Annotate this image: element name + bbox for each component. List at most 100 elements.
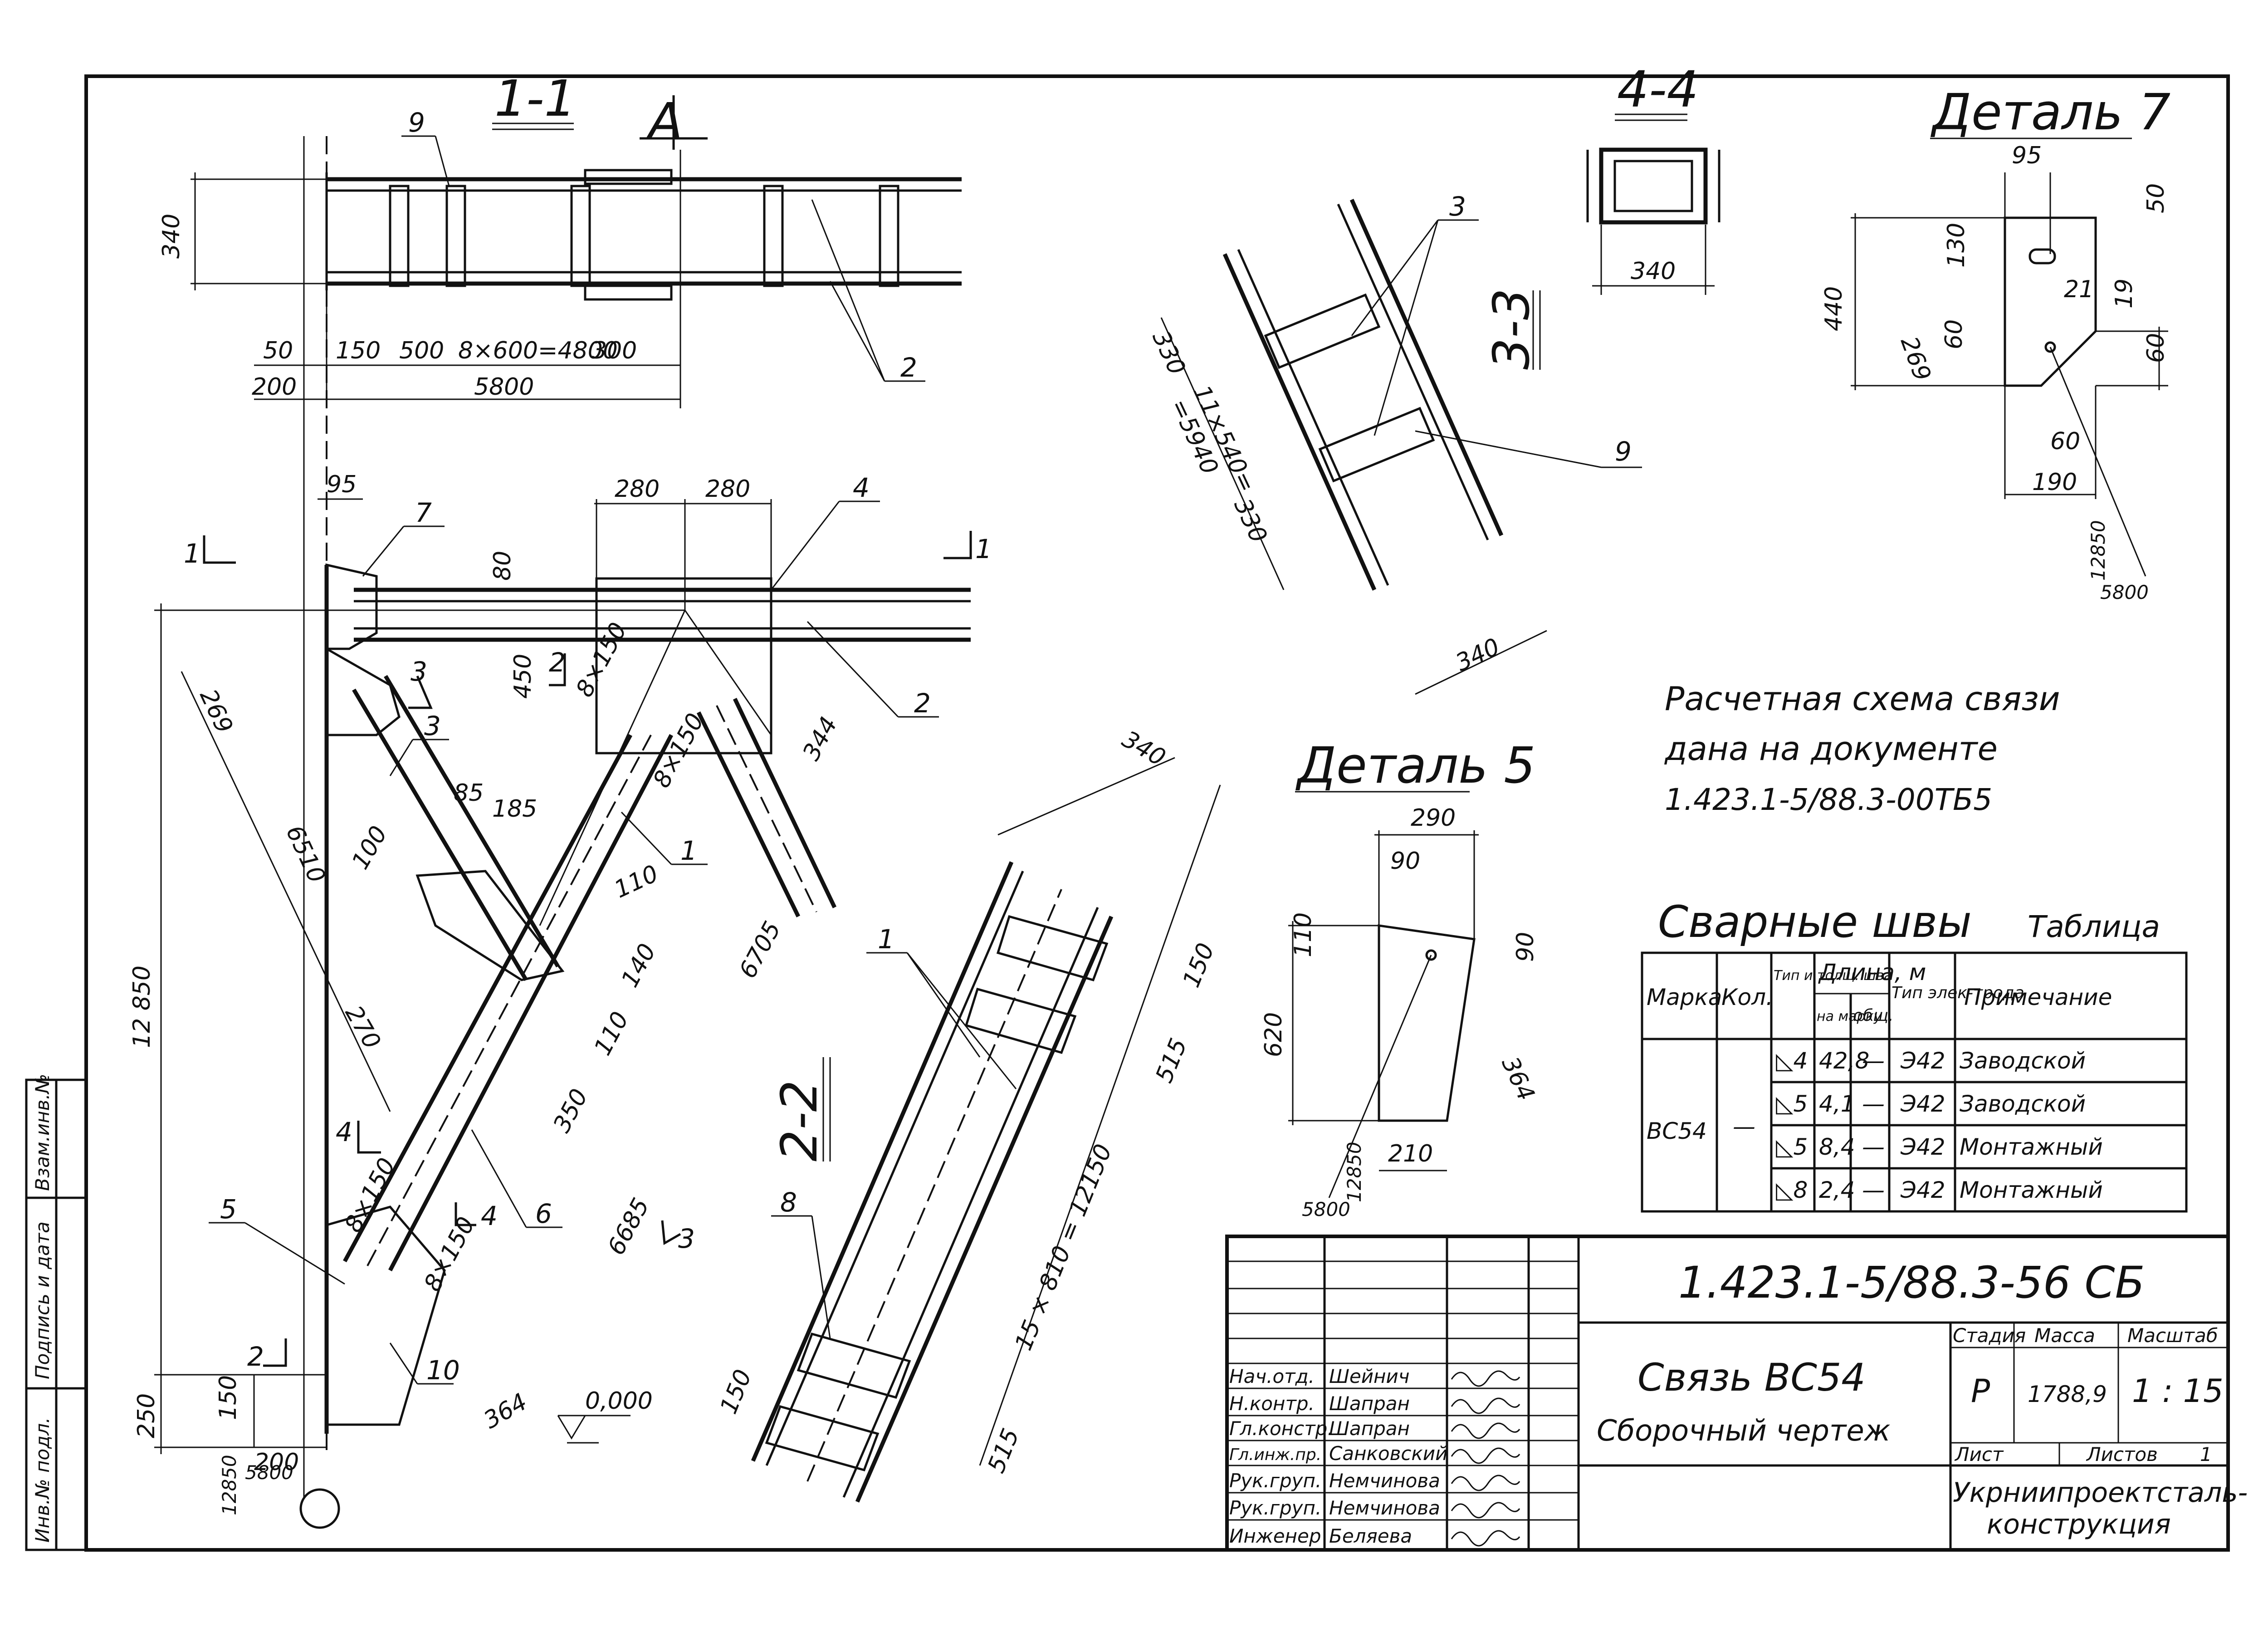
detail-5: Деталь 5 290 90 110 90 620 364 210 12850… [1260, 736, 1540, 1220]
section-2-2: 2-2 340 150 515 15 × 810 = 12150 515 150… [715, 725, 1221, 1503]
s33-dim-340: 340 [1452, 633, 1504, 676]
role-6: Инженер [1229, 1525, 1321, 1547]
welds-title: Сварные швы [1658, 897, 1972, 947]
role-5: Рук.груп. [1229, 1497, 1321, 1519]
weld-row-3-tip: ◺8 [1776, 1177, 1808, 1203]
welds-table: Сварные швы Таблица Марка Кол. Тип и тол… [1641, 897, 2188, 1213]
weld-row-2-len: 8,4 [1819, 1134, 1855, 1160]
dim-340-top: 340 [158, 214, 185, 259]
s22-dim-15x810: 15 × 810 = 12150 [1010, 1141, 1117, 1354]
pos-4: 4 [853, 472, 870, 503]
d7-5800: 5800 [2100, 581, 2149, 603]
pos-2-top: 2 [900, 352, 917, 383]
dim-450: 450 [509, 654, 537, 699]
hdr-tip: Тип и толщ. шва [1774, 968, 1892, 984]
pos-6: 6 [535, 1198, 552, 1229]
signature-row: Рук.груп. Немчинова [1229, 1497, 1440, 1519]
weld-row-1-obsch: — [1862, 1091, 1885, 1117]
weld-row-2-obsch: — [1862, 1134, 1885, 1160]
weld-kol-value: — [1733, 1113, 1755, 1140]
d5-dim-110: 110 [1290, 912, 1317, 957]
marker-2-bottom: 2 [247, 1341, 264, 1372]
dim-50: 50 [263, 337, 293, 364]
marker-4-b: 4 [481, 1201, 498, 1231]
detail-5-title: Деталь 5 [1295, 736, 1535, 794]
weld-row-2-el: Э42 [1900, 1134, 1945, 1160]
weld-row-0-tip: ◺4 [1776, 1048, 1808, 1074]
dim-5800: 5800 [474, 373, 534, 401]
signature-scribble [1451, 1475, 1520, 1491]
d5-dim-90a: 90 [1390, 848, 1420, 875]
section-4-4: 4-4 340 [1586, 60, 1721, 295]
dim-12850: 12 850 [128, 965, 156, 1048]
dim-185: 185 [492, 795, 537, 823]
marker-4-a: 4 [336, 1117, 352, 1147]
pos-9-top: 9 [408, 107, 425, 138]
role-1: Н.контр. [1229, 1392, 1315, 1415]
listov-value: 1 [2200, 1443, 2212, 1465]
section-3-3-title: 3-3 [1482, 288, 1540, 370]
marker-3-bottom: 3 [678, 1223, 695, 1254]
side-stamp: Инв.№ подл. Подпись и дата Взам.инв.№ [25, 1074, 88, 1551]
massa-value: 1788,9 [2028, 1381, 2107, 1407]
stadia-value: Р [1971, 1372, 1990, 1410]
s22-pos-8: 8 [780, 1187, 797, 1218]
org-line-1: Укрниипроектсталь- [1953, 1477, 2248, 1509]
pos-10: 10 [426, 1355, 460, 1386]
dim-280b: 280 [705, 475, 750, 503]
person-5: Немчинова [1329, 1497, 1440, 1519]
person-4: Немчинова [1329, 1470, 1440, 1492]
dim-280a: 280 [615, 475, 660, 503]
dim-110b: 110 [589, 1007, 635, 1060]
weld-row: ◺5 4,1 — Э42 Заводской [1776, 1091, 2086, 1117]
person-6: Беляева [1329, 1525, 1412, 1547]
weld-row-0-obsch: — [1862, 1048, 1885, 1074]
level-0000: 0,000 [585, 1387, 653, 1415]
stamp-podpis: Подпись и дата [31, 1221, 54, 1379]
marker-1-left: 1 [184, 538, 200, 569]
axis-circle [299, 1488, 340, 1529]
s33-dim-330b: 330 [1228, 495, 1272, 547]
signature-row: Нач.отд. Шейнич [1229, 1365, 1410, 1387]
note-line-1: Расчетная схема связи [1665, 680, 2060, 718]
weld-row-3-obsch: — [1862, 1177, 1885, 1203]
d5-dim-364: 364 [1496, 1053, 1540, 1105]
s22-pos-1: 1 [878, 924, 894, 955]
dim-6685: 6685 [603, 1194, 655, 1259]
doc-code: 1.423.1-5/88.3-56 СБ [1678, 1257, 2145, 1308]
masshtab-label: Масштаб [2127, 1324, 2218, 1347]
dim-80: 80 [489, 551, 516, 581]
person-3: Санковский [1329, 1442, 1447, 1465]
person-1: Шапран [1329, 1392, 1410, 1415]
dim-250: 250 [133, 1393, 160, 1438]
weld-row: ◺8 2,4 — Э42 Монтажный [1776, 1177, 2103, 1203]
detail-7-title: Деталь 7 [1930, 83, 2170, 141]
signature-scribble [1451, 1447, 1520, 1464]
signature-row: Н.контр. Шапран [1229, 1392, 1410, 1415]
hdr-obsch: общ. [1853, 1006, 1894, 1025]
dim-150: 150 [336, 337, 381, 364]
marker-2-top: 2 [549, 647, 566, 678]
signature-row: Гл.констр. Шапран [1229, 1417, 1410, 1440]
sheet-frame [84, 74, 2230, 1552]
masshtab-value: 1 : 15 [2132, 1372, 2224, 1410]
weld-row-3-note: Монтажный [1960, 1177, 2103, 1203]
d5-dim-210: 210 [1388, 1140, 1433, 1167]
weld-row-1-tip: ◺5 [1776, 1091, 1808, 1117]
s22-dim-515b: 515 [982, 1425, 1025, 1477]
dim-500: 500 [399, 337, 444, 364]
dim-6705: 6705 [734, 917, 787, 983]
stadia-label: Стадия [1953, 1324, 2026, 1347]
section-1-1: 1-1 А 340 50 150 500 8×600=4800 300 20 [158, 69, 962, 1497]
d7-dim-21: 21 [2064, 276, 2094, 303]
dim-6510: 6510 [280, 821, 330, 887]
role-2: Гл.констр. [1229, 1417, 1334, 1440]
detail-7: Деталь 7 95 50 130 440 21 19 60 269 60 6… [1820, 83, 2170, 603]
d5-5800: 5800 [1302, 1198, 1350, 1220]
signature-scribble [1451, 1397, 1520, 1414]
s33-dim-330a: 330 [1147, 327, 1190, 379]
s22-dim-150b: 150 [715, 1366, 757, 1418]
axis-a-label: А [646, 92, 683, 150]
weld-row-1-el: Э42 [1900, 1091, 1945, 1117]
